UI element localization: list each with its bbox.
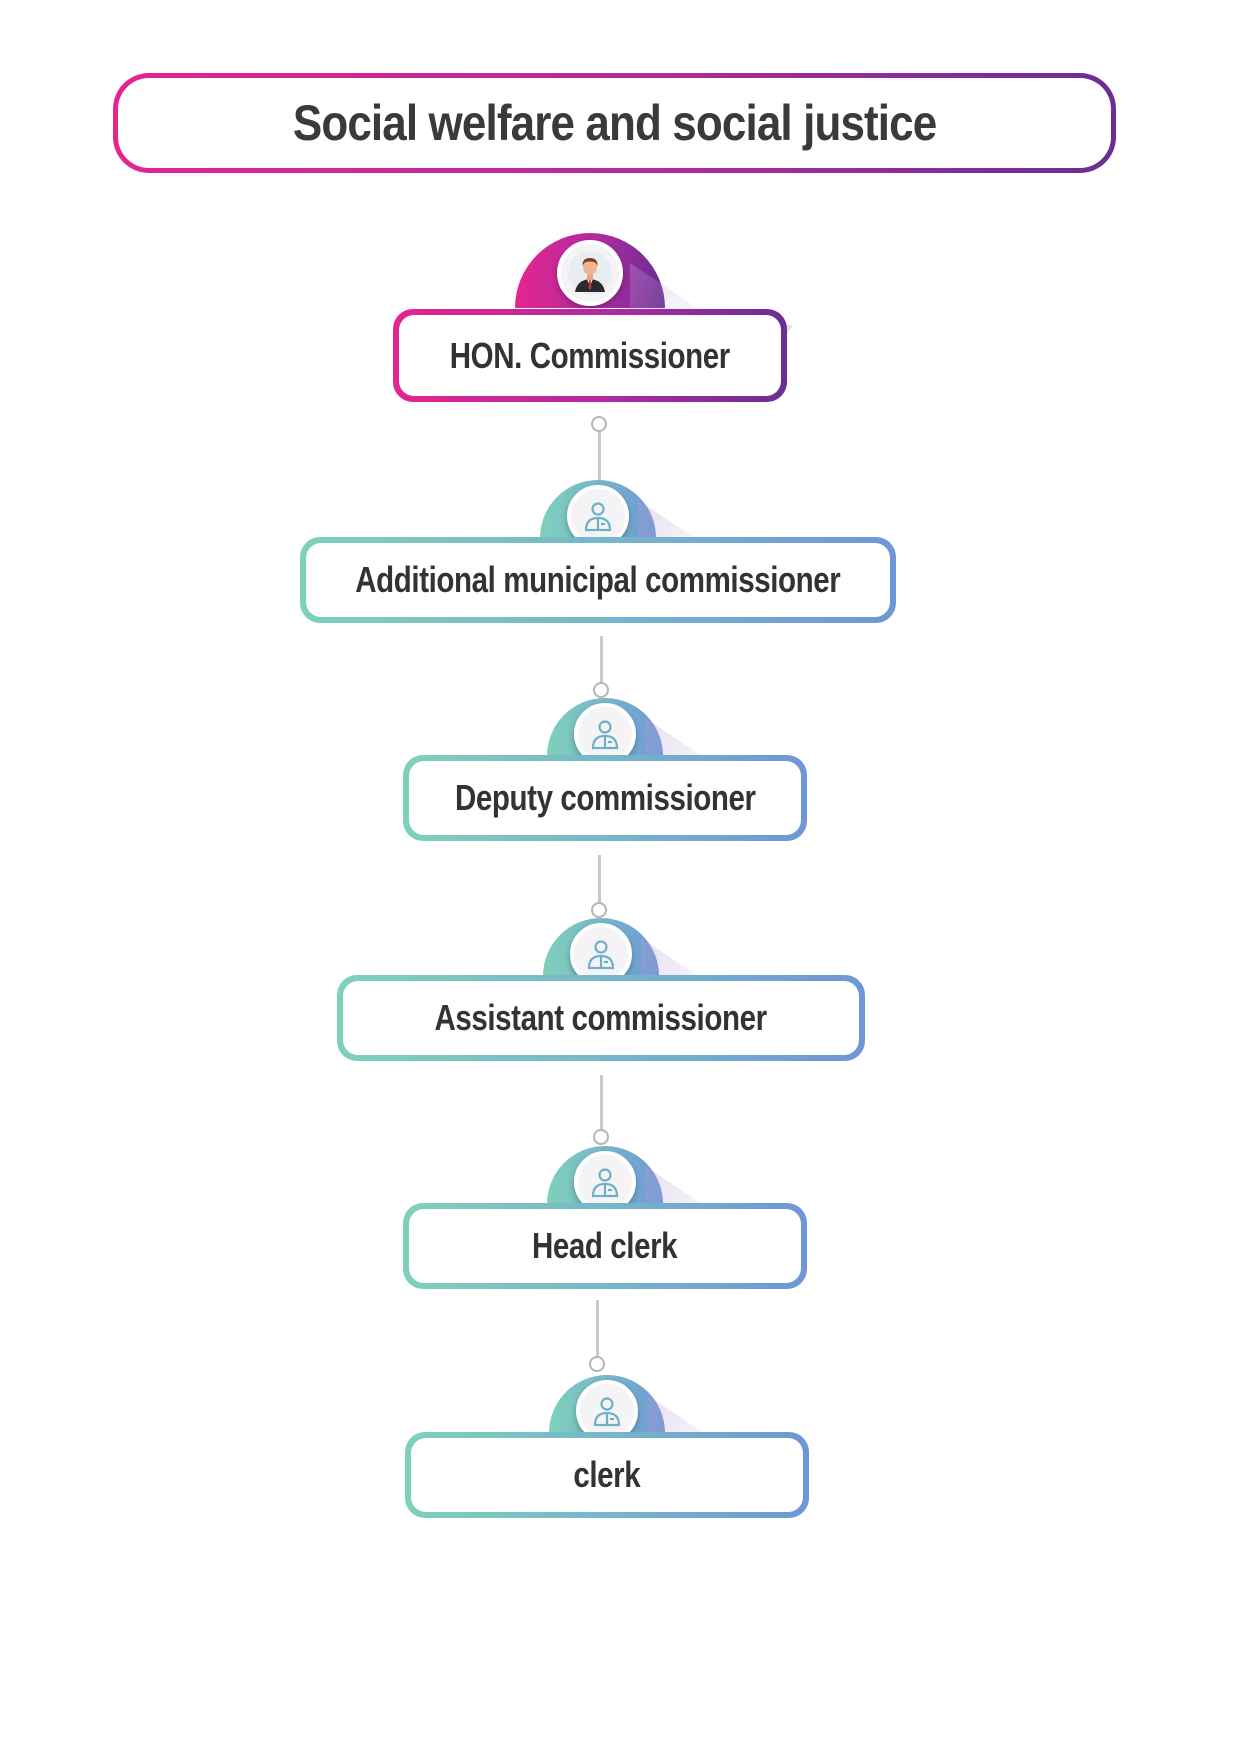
org-node-head-clerk: Head clerk [403, 1146, 807, 1326]
connector-line [599, 1075, 603, 1138]
node-box: HON. Commissioner [393, 309, 787, 402]
node-label: Deputy commissioner [454, 777, 756, 818]
person-icon [567, 485, 629, 547]
title-banner: Social welfare and social justice [113, 73, 1116, 173]
connector-node [589, 1356, 605, 1372]
node-label: HON. Commissioner [449, 334, 731, 376]
connector-node [591, 902, 607, 918]
node-label: clerk [573, 1454, 641, 1495]
org-node-assistant-commissioner: Assistant commissioner [337, 918, 865, 1098]
org-node-additional-municipal-commissioner: Additional municipal commissioner [300, 480, 896, 660]
connector-node [593, 1129, 609, 1145]
connector-node [591, 416, 607, 432]
connector-line [597, 855, 601, 911]
node-label: Additional municipal commissioner [355, 559, 841, 600]
businessman-avatar-icon [557, 240, 623, 306]
node-label: Head clerk [532, 1225, 678, 1266]
node-box: Head clerk [403, 1203, 807, 1289]
connector-node [593, 682, 609, 698]
connector-line [597, 425, 601, 483]
node-box: Additional municipal commissioner [300, 537, 896, 623]
node-label: Assistant commissioner [434, 997, 768, 1038]
node-box: Deputy commissioner [403, 755, 807, 841]
org-node-hon-commissioner: HON. Commissioner [393, 233, 793, 433]
node-box: Assistant commissioner [337, 975, 865, 1061]
connector-line [595, 1300, 599, 1365]
person-icon [574, 1151, 636, 1213]
org-node-deputy-commissioner: Deputy commissioner [403, 698, 807, 878]
page-title: Social welfare and social justice [292, 95, 937, 151]
org-node-clerk: clerk [405, 1375, 809, 1555]
node-box: clerk [405, 1432, 809, 1518]
connector-line [599, 636, 603, 691]
